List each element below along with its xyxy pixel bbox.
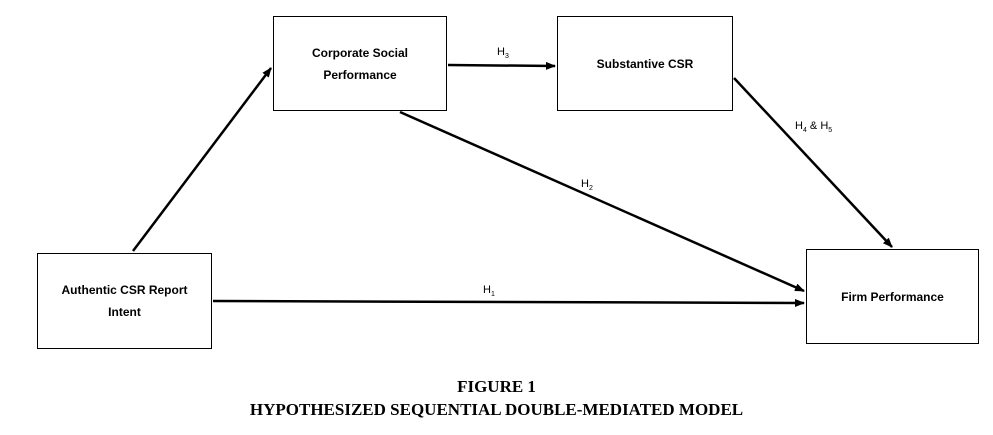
arrow-authentic-to-firm	[212, 298, 805, 307]
node-firm-performance: Firm Performance	[806, 249, 979, 344]
figure-title: HYPOTHESIZED SEQUENTIAL DOUBLE-MEDIATED …	[249, 400, 744, 419]
edge-label-h1: H1	[483, 284, 495, 301]
h2-sub: 2	[588, 185, 593, 193]
h3-base: H	[497, 46, 505, 58]
arrow-substantive-to-firm	[733, 77, 893, 248]
edge-label-h3: H3	[497, 46, 509, 63]
h5-base: H	[820, 120, 829, 132]
arrows-layer	[132, 61, 893, 307]
h3-sub: 3	[504, 53, 509, 61]
h1-base: H	[483, 284, 491, 296]
h45-amp: &	[806, 120, 821, 132]
edge-label-h4-h5: H4 & H5	[795, 120, 832, 137]
node-corporate-social-performance: Corporate Social Performance	[273, 16, 447, 111]
node-authentic-csr-report-intent: Authentic CSR Report Intent	[37, 253, 212, 349]
arrow-authentic-to-csp	[132, 67, 272, 252]
node-label-csp: Corporate Social Performance	[311, 45, 409, 82]
arrow-csp-to-substantive	[447, 61, 556, 70]
node-substantive-csr: Substantive CSR	[557, 16, 733, 111]
h4-base: H	[795, 120, 803, 132]
edge-label-h2: H2	[581, 178, 593, 195]
h1-sub: 1	[490, 291, 495, 299]
h2-base: H	[581, 178, 589, 190]
node-label-authentic: Authentic CSR Report Intent	[61, 283, 188, 319]
h5-sub: 5	[828, 127, 833, 135]
figure-number: FIGURE 1	[457, 377, 536, 396]
node-label-firm: Firm Performance	[841, 289, 944, 304]
path-diagram: Corporate Social Performance Substantive…	[37, 16, 979, 349]
h4-sub: 4	[802, 127, 807, 135]
node-label-substantive: Substantive CSR	[596, 56, 694, 71]
arrow-csp-to-firm	[399, 110, 805, 293]
